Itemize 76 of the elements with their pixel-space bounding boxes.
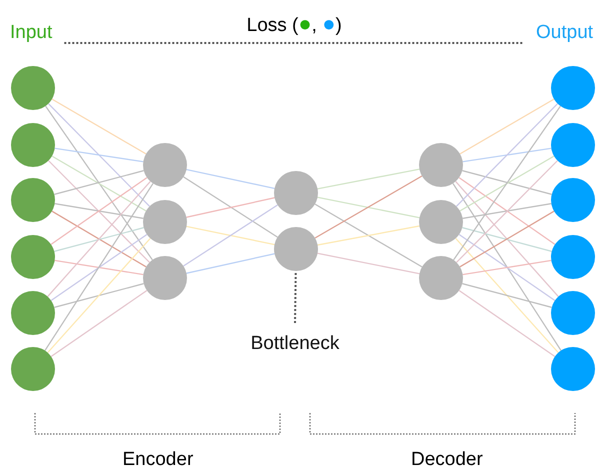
connection-line: [462, 203, 552, 219]
connection-line: [462, 260, 552, 276]
neuron-circle: [551, 235, 595, 279]
connection-line: [314, 176, 422, 238]
neuron-circle: [551, 291, 595, 335]
neuron-circle: [551, 347, 595, 391]
connection-line: [462, 283, 552, 308]
neuron-circle: [419, 200, 463, 244]
neuron-circle: [551, 123, 595, 167]
connection-line: [54, 203, 144, 219]
neuron-circle: [11, 178, 55, 222]
connection-line: [47, 238, 151, 354]
connection-line: [50, 234, 148, 301]
connection-line: [458, 234, 556, 301]
connection-line: [50, 177, 148, 245]
connection-line: [460, 98, 554, 154]
neuron-circle: [419, 256, 463, 300]
connection-line: [54, 148, 144, 162]
connection-line: [462, 170, 552, 195]
connection-line: [183, 176, 278, 238]
connection-line: [183, 204, 278, 267]
connection-line: [54, 227, 144, 252]
layer-label: Input: [10, 22, 52, 44]
connection-line: [452, 183, 562, 351]
connection-line: [460, 156, 554, 212]
connection-line: [462, 227, 552, 252]
connection-line: [47, 181, 151, 297]
connection-line: [44, 183, 154, 351]
connection-line: [453, 106, 561, 260]
connection-line: [50, 290, 148, 357]
connection-line: [458, 177, 556, 245]
connection-line: [456, 160, 558, 263]
callout-label: Bottleneck: [240, 333, 350, 355]
connection-line: [54, 170, 144, 195]
connection-line: [314, 204, 422, 268]
connection-line: [460, 210, 554, 268]
neuron-circle: [551, 66, 595, 110]
neuron-circle: [551, 178, 595, 222]
connection-line: [54, 260, 144, 276]
connection-line: [458, 290, 556, 357]
neuron-circle: [419, 143, 463, 187]
connection-line: [456, 103, 558, 207]
neuron-circle: [143, 256, 187, 300]
connection-line: [45, 106, 153, 260]
connection-line: [317, 252, 420, 274]
neuron-circle: [11, 123, 55, 167]
neuron-circle: [143, 200, 187, 244]
connection-line: [455, 238, 559, 354]
connection-line: [318, 225, 420, 246]
connection-line: [52, 210, 146, 268]
leader-line: [294, 270, 297, 324]
connection-line: [52, 98, 146, 154]
neuron-circle: [11, 291, 55, 335]
connection-line: [317, 168, 420, 190]
connection-line: [54, 283, 144, 308]
layer-label: Output: [536, 22, 594, 44]
dotted-line: [64, 42, 524, 44]
connection-line: [455, 181, 559, 297]
section-label: Encoder: [122, 449, 194, 471]
edge-label: Loss (●, ●): [246, 13, 342, 37]
connection-line: [48, 103, 150, 207]
connection-line: [52, 156, 146, 212]
neuron-circle: [11, 235, 55, 279]
connection-line: [48, 160, 150, 263]
neuron-circle: [11, 66, 55, 110]
neuron-circle: [274, 171, 318, 215]
connection-line: [186, 226, 275, 246]
neuron-circle: [11, 347, 55, 391]
connection-line: [462, 148, 552, 162]
connection-line: [186, 253, 275, 274]
neuron-circle: [143, 143, 187, 187]
section-label: Decoder: [411, 449, 483, 471]
connection-line: [317, 196, 420, 218]
neuron-circle: [274, 227, 318, 271]
connection-line: [186, 169, 275, 189]
connection-line: [186, 197, 275, 218]
